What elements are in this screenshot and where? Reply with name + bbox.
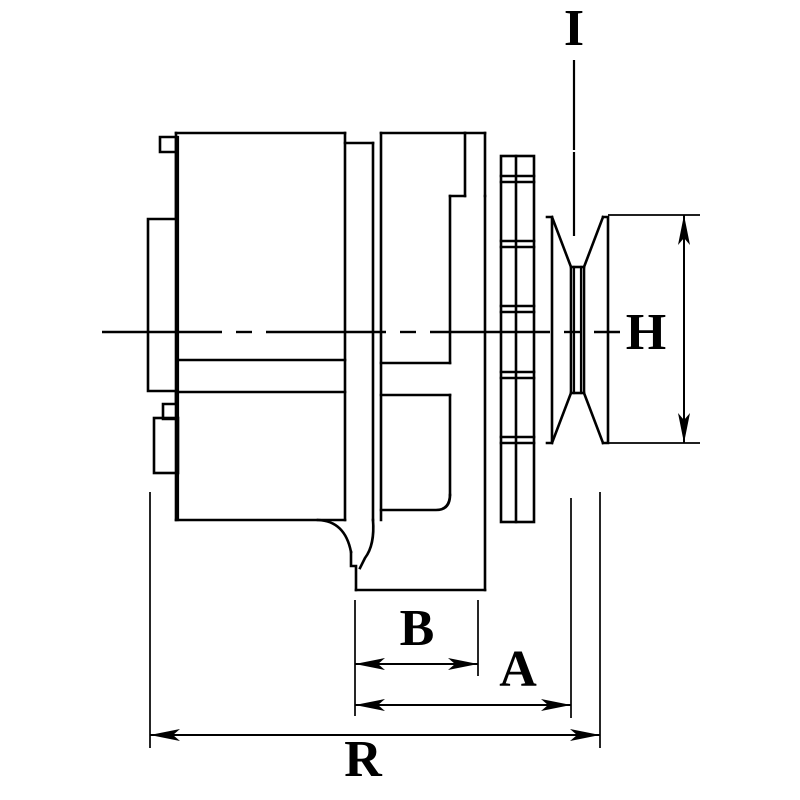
part-cooling-fan [499, 154, 536, 524]
dimension-I: I [564, 0, 584, 236]
dimension-I-label: I [564, 0, 584, 57]
dimension-H: H [608, 214, 700, 444]
dimension-R-label: R [344, 731, 383, 788]
dimension-B-label: B [400, 600, 435, 657]
dimension-B: B [355, 600, 478, 670]
dimension-H-arrow-up [678, 215, 690, 245]
dimension-R-arrow-left [150, 729, 180, 741]
part-stator-body [343, 131, 467, 522]
dimension-H-label: H [626, 304, 666, 361]
dimension-B-arrow-right [448, 658, 478, 670]
part-mounting-foot [316, 518, 487, 592]
dimension-R-arrow-right [570, 729, 600, 741]
dimension-B-arrow-left [355, 658, 385, 670]
dimension-A-label: A [499, 641, 537, 698]
dimension-extension-lines [149, 492, 601, 748]
dimension-A-arrow-left [355, 699, 385, 711]
part-rear-bracket [146, 135, 178, 421]
part-v-pulley [545, 215, 610, 445]
part-front-housing [379, 131, 487, 592]
part-side-tab [152, 416, 180, 475]
dimension-A: A [355, 641, 571, 711]
dimension-A-arrow-right [541, 699, 571, 711]
dimension-H-arrow-down [678, 413, 690, 443]
dimension-R: R [150, 729, 600, 788]
part-rear-housing [174, 131, 347, 522]
